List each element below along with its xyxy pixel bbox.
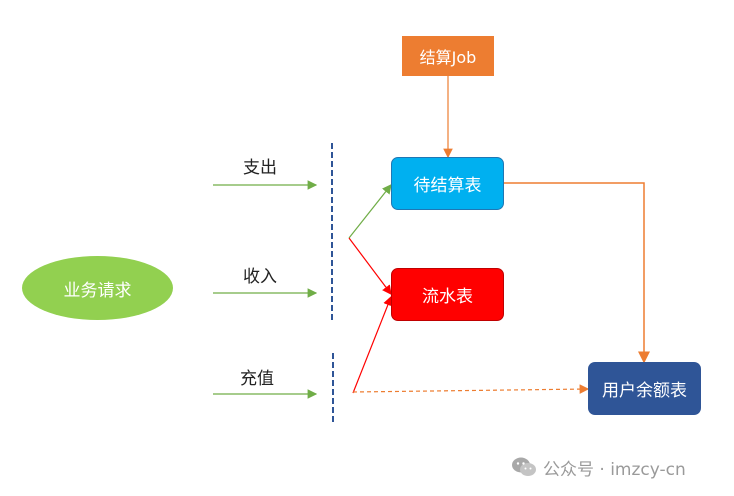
recharge-label: 充值 [240, 369, 274, 389]
business-request-label: 业务请求 [63, 280, 132, 301]
settlement-job-box: 结算Job [402, 36, 494, 76]
flow-table-label: 流水表 [422, 287, 473, 307]
arrow-recharge-to-balance [352, 384, 590, 394]
wechat-icon [512, 457, 536, 476]
flow-table: 流水表 [391, 268, 504, 321]
watermark: 公众号 · imzcy-cn [511, 455, 686, 480]
pending-settlement-label: 待结算表 [413, 176, 482, 196]
settlement-job-label: 结算Job [419, 48, 477, 67]
arrow-to-pending [348, 184, 392, 239]
user-balance-label: 用户余额表 [602, 381, 687, 401]
expense-label: 支出 [243, 158, 277, 178]
arrow-recharge-to-flow [352, 295, 393, 394]
watermark-text: 公众号 · imzcy-cn [543, 459, 686, 480]
business-request-ellipse: 业务请求 [22, 256, 173, 320]
pending-settlement-table: 待结算表 [391, 157, 504, 210]
income-label: 收入 [243, 267, 277, 287]
user-balance-table: 用户余额表 [588, 362, 701, 415]
arrow-pending-to-balance [504, 182, 650, 364]
arrow-income-to-flow [348, 237, 392, 295]
